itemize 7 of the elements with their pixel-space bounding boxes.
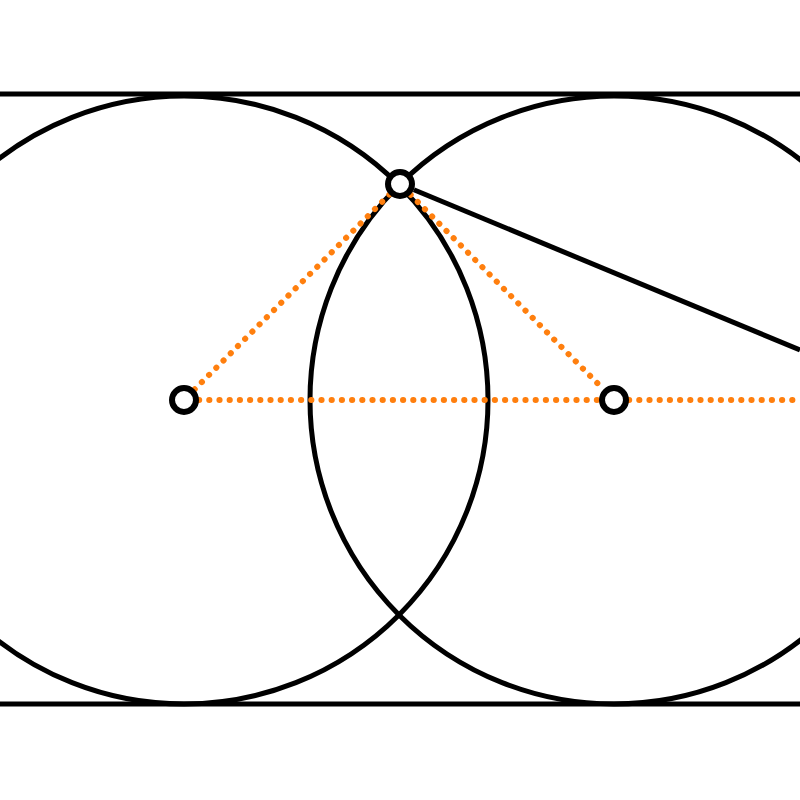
line	[412, 187, 800, 353]
point-marker	[169, 385, 199, 415]
point-marker	[599, 385, 629, 415]
point-marker	[385, 169, 415, 199]
dotted-line	[191, 191, 393, 393]
dotted-line	[196, 397, 602, 403]
dotted-line	[626, 397, 800, 403]
